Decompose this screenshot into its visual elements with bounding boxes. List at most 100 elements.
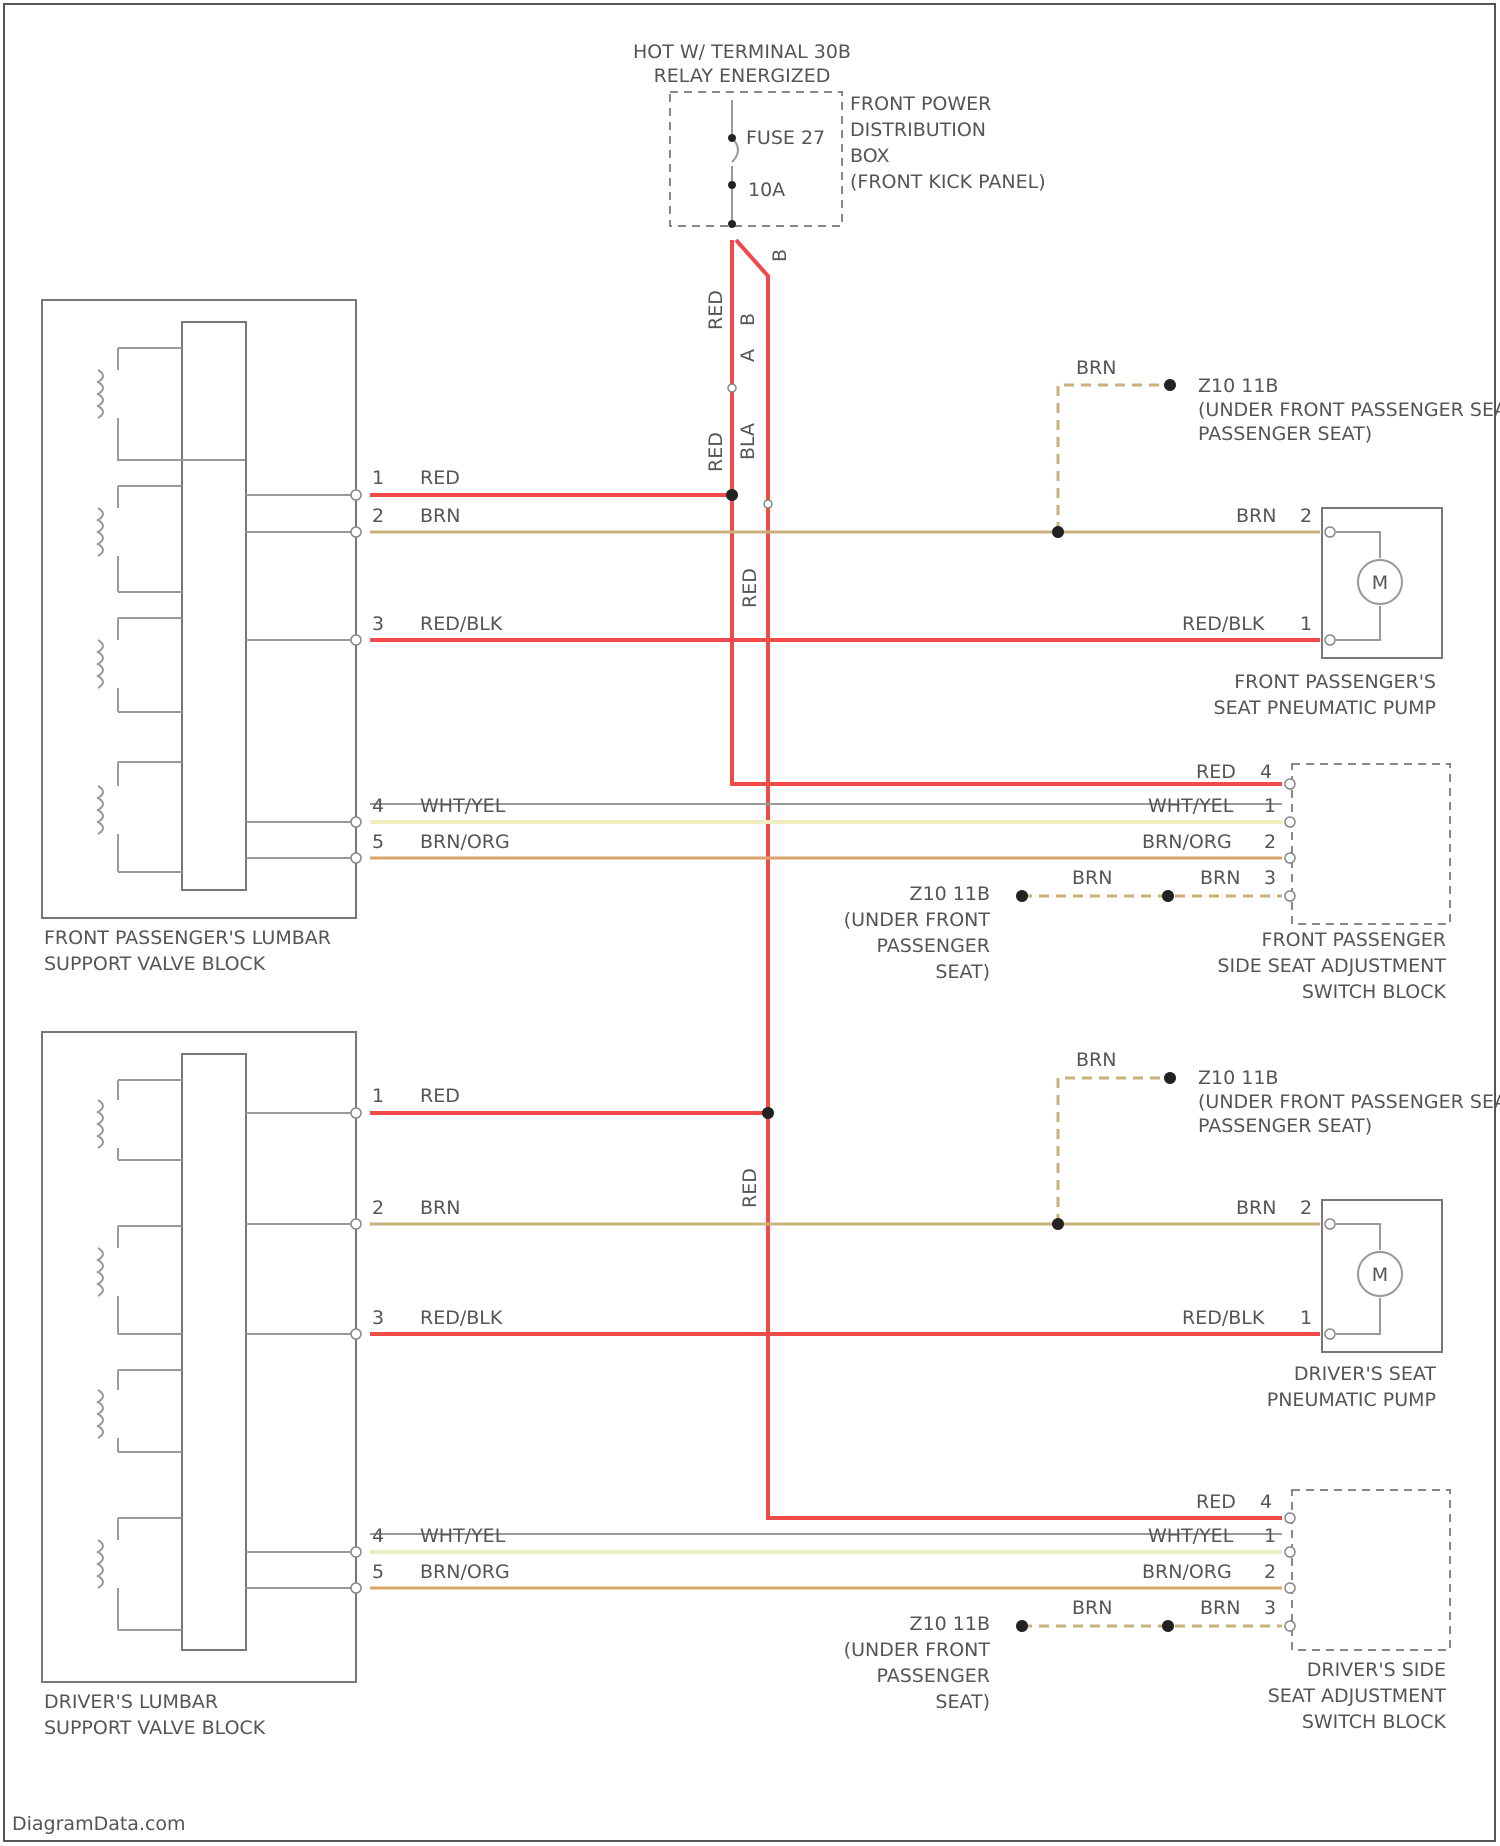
vmark-7: RED: [739, 568, 761, 608]
driver-pump-label-1: DRIVER'S SEAT: [1294, 1363, 1437, 1385]
driver-switch-ground-loc-3: SEAT): [935, 1691, 990, 1713]
pass-pump-pin-1: 1: [1300, 613, 1312, 635]
pass-switch-pin-3: 3: [1264, 867, 1276, 889]
pass-pump-ground-id: Z10 11B: [1198, 375, 1278, 397]
pass-switch-gnd-brn-2: BRN: [1200, 867, 1240, 889]
pass-switch-pin-4: 4: [1260, 761, 1272, 783]
pass-ground-wire-code: BRN: [1076, 357, 1116, 379]
driver-switch-ground-loc-1: (UNDER FRONT: [844, 1639, 991, 1661]
pass-pump-pin-2: 2: [1300, 505, 1312, 527]
driver-pump-label-2: PNEUMATIC PUMP: [1267, 1389, 1436, 1411]
pass-pin-3: 3: [372, 613, 384, 635]
vmark-4: B: [769, 249, 791, 262]
pass-pump-label-1: FRONT PASSENGER'S: [1234, 671, 1436, 693]
driver-switch-label-1: DRIVER'S SIDE: [1307, 1659, 1446, 1681]
driver-pin-4: 4: [372, 1525, 384, 1547]
feed-wire-a: [732, 240, 1282, 784]
driver-switch-gnd-brn-1: BRN: [1072, 1597, 1112, 1619]
driver-pump-pin-2: 2: [1300, 1197, 1312, 1219]
pass-switch-ground-loc-3: SEAT): [935, 961, 990, 983]
driver-switch-brnorg-code: BRN/ORG: [1142, 1561, 1232, 1583]
pass-code-red: RED: [420, 467, 460, 489]
pass-lumbar-label-2: SUPPORT VALVE BLOCK: [44, 953, 266, 975]
pass-lumbar-label-1: FRONT PASSENGER'S LUMBAR: [44, 927, 331, 949]
pass-pump-ground-loc: (UNDER FRONT PASSENGER SEAT): [1198, 399, 1500, 421]
driver-switch-block: [1292, 1490, 1450, 1650]
driver-ground-wire-code: BRN: [1076, 1049, 1116, 1071]
pass-pin-1: 1: [372, 467, 384, 489]
pass-switch-ground-loc-1: (UNDER FRONT: [844, 909, 991, 931]
pass-switch-label-1: FRONT PASSENGER: [1262, 929, 1446, 951]
pass-motor-symbol: M: [1372, 572, 1388, 594]
pass-switch-red-code: RED: [1196, 761, 1236, 783]
driver-code-whtyel: WHT/YEL: [420, 1525, 506, 1547]
driver-motor-symbol: M: [1372, 1264, 1388, 1286]
driver-switch-pin-2: 2: [1264, 1561, 1276, 1583]
pass-switch-brnorg-code: BRN/ORG: [1142, 831, 1232, 853]
driver-switch-label-3: SWITCH BLOCK: [1302, 1711, 1447, 1733]
fuse-rating: 10A: [748, 179, 785, 201]
vmark-5: RED: [705, 432, 727, 472]
pass-switch-whtyel-code: WHT/YEL: [1148, 795, 1234, 817]
driver-switch-label-2: SEAT ADJUSTMENT: [1268, 1685, 1447, 1707]
driver-pump-brn-code: BRN: [1236, 1197, 1276, 1219]
driver-pump-ground-loc2: PASSENGER SEAT): [1198, 1115, 1372, 1137]
pass-switch-ground-loc-2: PASSENGER: [876, 935, 990, 957]
vmark-2: B: [737, 313, 759, 326]
pass-code-redblk: RED/BLK: [420, 613, 503, 635]
vmark-1: RED: [705, 290, 727, 330]
pass-code-whtyel: WHT/YEL: [420, 795, 506, 817]
pass-lumbar-block: [42, 300, 361, 918]
power-box-label-1: FRONT POWER: [850, 93, 991, 115]
vmark-3: A: [737, 349, 759, 362]
driver-pump-redblk-code: RED/BLK: [1182, 1307, 1265, 1329]
driver-switch-whtyel-code: WHT/YEL: [1148, 1525, 1234, 1547]
power-box-label-3: BOX: [850, 145, 889, 167]
driver-pump-pin-1: 1: [1300, 1307, 1312, 1329]
driver-switch-ground-id: Z10 11B: [910, 1613, 990, 1635]
pass-pin-4: 4: [372, 795, 384, 817]
pass-pin-5: 5: [372, 831, 384, 853]
pass-switch-label-3: SWITCH BLOCK: [1302, 981, 1447, 1003]
power-box-label-2: DISTRIBUTION: [850, 119, 986, 141]
power-distribution-box: [670, 92, 842, 226]
footer-watermark: DiagramData.com: [12, 1813, 186, 1835]
driver-switch-pin-1: 1: [1264, 1525, 1276, 1547]
relay-label-line2: RELAY ENERGIZED: [654, 65, 831, 87]
pass-pump-ground-loc2: PASSENGER SEAT): [1198, 423, 1372, 445]
driver-pump-ground-loc: (UNDER FRONT PASSENGER SEAT): [1198, 1091, 1500, 1113]
driver-code-brnorg: BRN/ORG: [420, 1561, 510, 1583]
driver-pin-3: 3: [372, 1307, 384, 1329]
pass-pump-label-2: SEAT PNEUMATIC PUMP: [1214, 697, 1436, 719]
pass-switch-ground-id: Z10 11B: [910, 883, 990, 905]
driver-switch-gnd-brn-2: BRN: [1200, 1597, 1240, 1619]
driver-switch-ground-loc-2: PASSENGER: [876, 1665, 990, 1687]
relay-label-line1: HOT W/ TERMINAL 30B: [633, 41, 851, 63]
driver-code-brn: BRN: [420, 1197, 460, 1219]
pass-pump-brn-code: BRN: [1236, 505, 1276, 527]
pass-pump-redblk-code: RED/BLK: [1182, 613, 1265, 635]
vmark-8: RED: [739, 1168, 761, 1208]
pass-pin-2: 2: [372, 505, 384, 527]
driver-lumbar-block: [42, 1032, 361, 1682]
pass-switch-label-2: SIDE SEAT ADJUSTMENT: [1217, 955, 1446, 977]
pass-code-brn: BRN: [420, 505, 460, 527]
vmark-6: BLA: [737, 423, 759, 460]
pass-switch-pin-1: 1: [1264, 795, 1276, 817]
driver-lumbar-label-2: SUPPORT VALVE BLOCK: [44, 1717, 266, 1739]
driver-code-red: RED: [420, 1085, 460, 1107]
driver-switch-pin-4: 4: [1260, 1491, 1272, 1513]
power-box-label-4: (FRONT KICK PANEL): [850, 171, 1046, 193]
driver-switch-red-code: RED: [1196, 1491, 1236, 1513]
driver-pump-ground-id: Z10 11B: [1198, 1067, 1278, 1089]
driver-code-redblk: RED/BLK: [420, 1307, 503, 1329]
pass-switch-gnd-brn-1: BRN: [1072, 867, 1112, 889]
driver-lumbar-label-1: DRIVER'S LUMBAR: [44, 1691, 218, 1713]
pass-switch-block: [1292, 764, 1450, 924]
pass-code-brnorg: BRN/ORG: [420, 831, 510, 853]
driver-switch-pin-3: 3: [1264, 1597, 1276, 1619]
driver-pin-5: 5: [372, 1561, 384, 1583]
pass-switch-pin-2: 2: [1264, 831, 1276, 853]
driver-pin-2: 2: [372, 1197, 384, 1219]
